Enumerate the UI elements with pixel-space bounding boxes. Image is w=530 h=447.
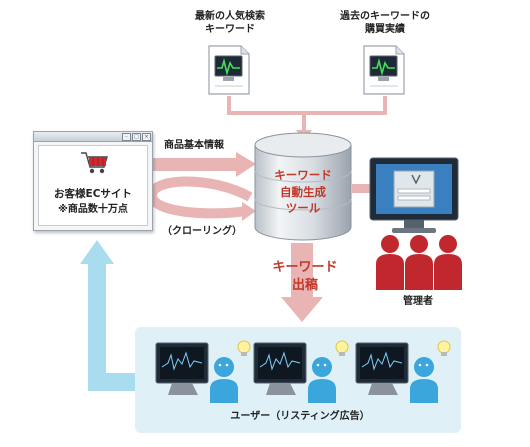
output-label-line: 出稿: [291, 277, 318, 293]
admin-people-icon: [376, 235, 462, 290]
admin-label: 管理者: [403, 296, 433, 307]
source-label-popular-keywords: 最新の人気検索 キーワード: [178, 11, 282, 36]
user-workstation-icon: [253, 340, 349, 403]
ec-site-note: ※商品数十万点: [58, 204, 128, 215]
ec-site-content: お客様ECサイト ※商品数十万点: [38, 145, 148, 226]
tool-label-line: キーワード: [274, 168, 332, 182]
user-workstation-icon: [155, 340, 251, 403]
crawling-label: （クローリング）: [162, 226, 242, 237]
document-monitor-icon: [208, 45, 250, 95]
maximize-icon: □: [132, 133, 141, 141]
document-monitor-icon: [363, 45, 405, 95]
admin-connector: [352, 184, 374, 193]
source-label-purchase-history: 過去のキーワードの 購買実績: [327, 11, 443, 36]
source-label-line: 最新の人気検索: [195, 11, 265, 22]
source-label-line: 過去のキーワードの: [340, 11, 430, 22]
user-workstation-icon: [355, 340, 451, 403]
ec-site-window: – □ × お客様ECサイト ※商品数十万点: [33, 131, 153, 231]
minimize-icon: –: [122, 133, 131, 141]
crawling-arrow: [147, 176, 253, 219]
ec-site-name: お客様ECサイト: [54, 188, 132, 200]
keyword-generator-tool-label: キーワード 自動生成 ツール: [253, 167, 353, 217]
output-label-line: キーワード: [272, 260, 338, 275]
shopping-cart-icon: [81, 152, 108, 174]
keyword-output-label: キーワード 出稿: [258, 259, 352, 294]
source-label-line: キーワード: [205, 23, 255, 35]
tool-label-line: ツール: [285, 201, 321, 216]
product-info-arrow: [152, 158, 238, 171]
feedback-arrowhead-blue: [80, 240, 114, 264]
source-connector: [227, 96, 387, 115]
feedback-arrow-blue: [88, 262, 135, 391]
tool-label-line: 自動生成: [280, 184, 326, 199]
admin-monitor-icon: [369, 157, 459, 233]
source-label-line: 購買実績: [365, 23, 405, 35]
product-info-label: 商品基本情報: [164, 140, 224, 151]
users-label: ユーザー（リスティング広告）: [230, 411, 370, 422]
output-arrow-shaft: [291, 243, 313, 299]
close-icon: ×: [142, 133, 151, 141]
output-arrowhead: [281, 297, 323, 322]
window-title-bar: – □ ×: [34, 132, 152, 142]
database-icon: [254, 132, 352, 241]
